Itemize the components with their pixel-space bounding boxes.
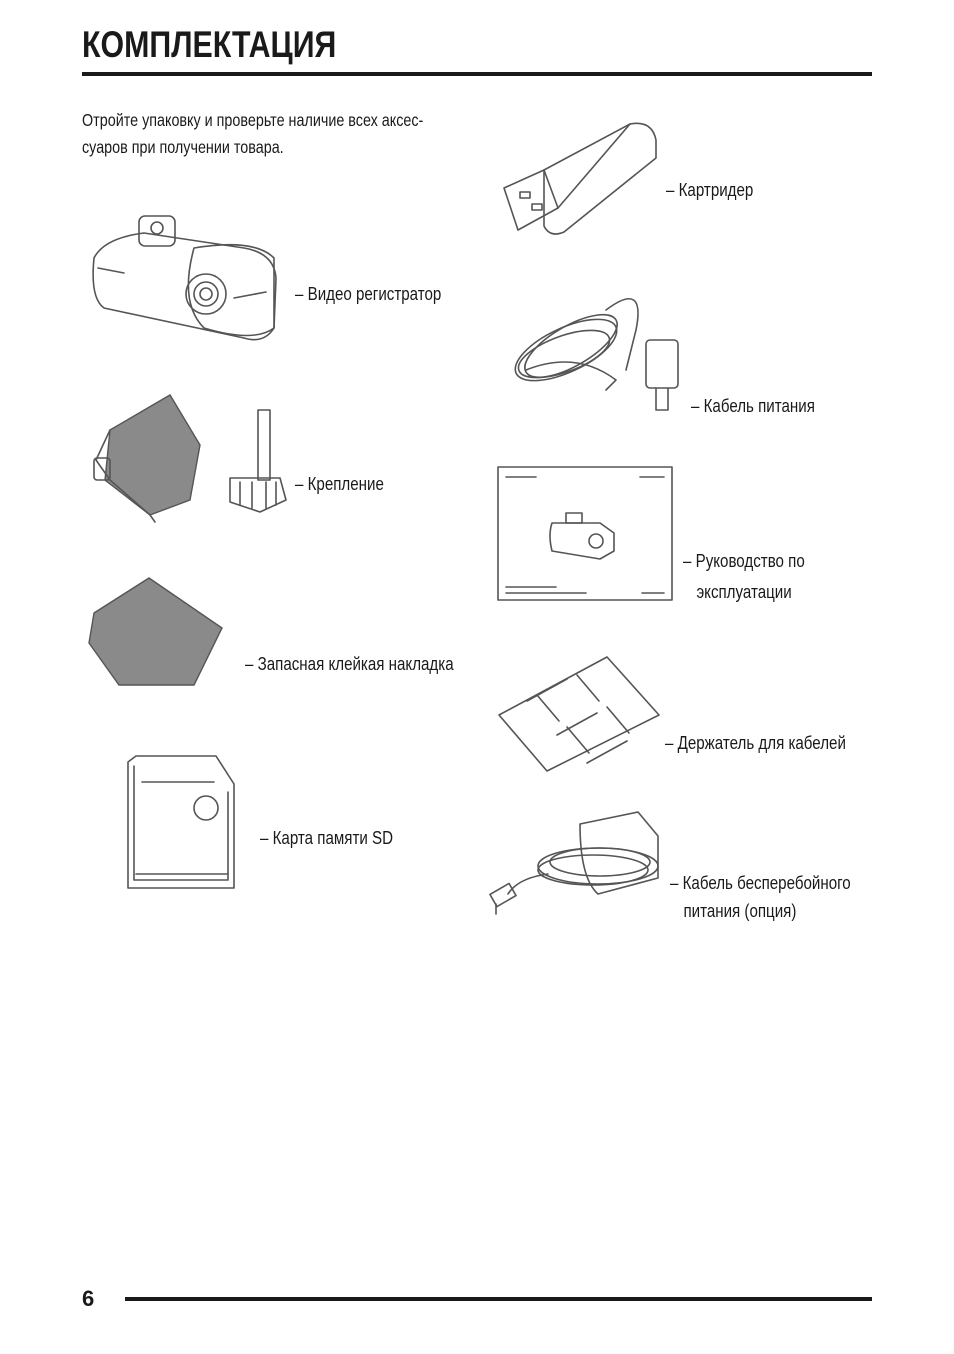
manual-label: – Руководство по эксплуатации bbox=[683, 546, 805, 608]
page-title: КОМПЛЕКТАЦИЯ bbox=[82, 24, 337, 65]
adhesive-label: – Запасная клейкая накладка bbox=[245, 654, 454, 674]
sd-card-icon bbox=[124, 752, 238, 892]
cable-holder-label: – Держатель для кабелей bbox=[665, 733, 846, 753]
manual-label-line-2: эксплуатации bbox=[696, 582, 792, 602]
title-rule bbox=[82, 72, 872, 76]
card-reader-icon bbox=[500, 118, 660, 240]
manual-icon bbox=[496, 465, 674, 602]
power-cable-icon bbox=[506, 270, 686, 420]
dashcam-icon bbox=[84, 208, 284, 348]
dashcam-label: – Видео регистратор bbox=[295, 284, 442, 304]
mount-label: – Крепление bbox=[295, 474, 384, 494]
ups-cable-icon bbox=[488, 808, 666, 920]
adhesive-pad-icon bbox=[84, 573, 229, 693]
page-number: 6 bbox=[82, 1286, 95, 1311]
cable-holder-icon bbox=[497, 655, 661, 773]
intro-line-1: Отройте упаковку и проверьте наличие все… bbox=[82, 110, 424, 130]
ups-cable-label-line-1: – Кабель бесперебойного bbox=[670, 873, 851, 893]
intro-text: Отройте упаковку и проверьте наличие все… bbox=[82, 107, 467, 161]
sd-card-label: – Карта памяти SD bbox=[260, 828, 394, 848]
manual-label-line-1: – Руководство по bbox=[683, 551, 805, 571]
ups-cable-label: – Кабель бесперебойного питания (опция) bbox=[670, 869, 851, 925]
power-cable-label: – Кабель питания bbox=[691, 396, 815, 416]
bottom-rule bbox=[125, 1297, 872, 1301]
card-reader-label: – Картридер bbox=[666, 180, 754, 200]
intro-line-2: суаров при получении товара. bbox=[82, 137, 284, 157]
mount-icon bbox=[90, 390, 290, 525]
ups-cable-label-line-2: питания (опция) bbox=[683, 901, 797, 921]
